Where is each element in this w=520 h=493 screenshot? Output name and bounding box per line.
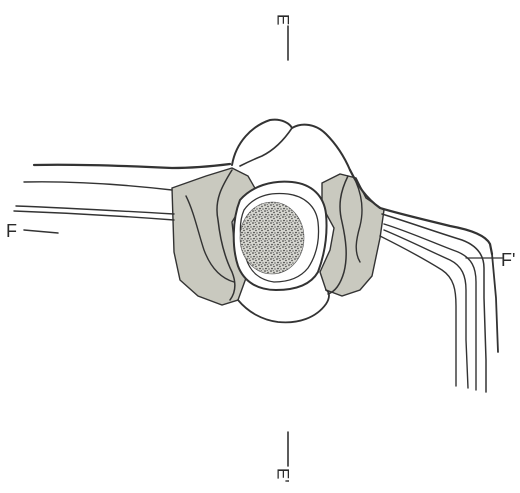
right-band-4 — [380, 236, 456, 386]
axis-line-left — [24, 230, 58, 233]
label-F-prime-right: F' — [501, 250, 515, 270]
upper-lobe-outline — [232, 120, 350, 170]
label-E-prime-bottom: E' — [274, 468, 293, 483]
label-F-left: F — [6, 221, 17, 241]
upper-band-inner-left — [24, 182, 172, 190]
lower-body-outline — [238, 290, 329, 322]
axis-marker-top: E — [274, 14, 293, 60]
lower-band-left-1 — [16, 206, 174, 214]
right-band-1 — [382, 214, 486, 392]
upper-band-outer-left — [34, 164, 230, 168]
axis-marker-left: F — [6, 221, 58, 241]
right-shaded-region — [320, 174, 384, 296]
axis-marker-bottom: E' — [274, 432, 293, 483]
right-band-outer — [492, 254, 498, 352]
right-band-2 — [384, 224, 476, 390]
label-E-top: E — [274, 14, 293, 25]
stippled-nucleus — [240, 202, 304, 274]
